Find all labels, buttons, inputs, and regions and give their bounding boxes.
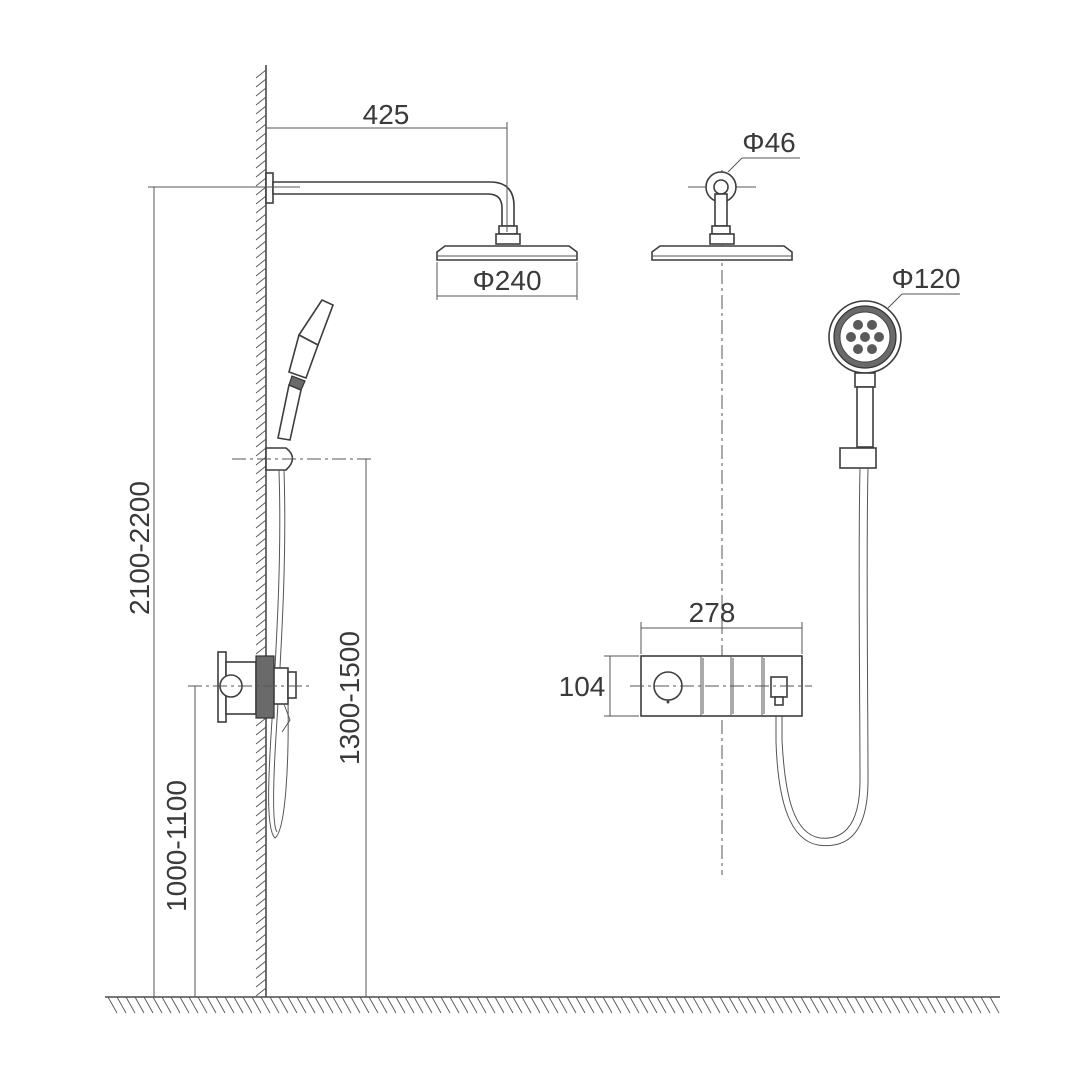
dim-panel-width: 278: [689, 597, 736, 628]
rain-head-side: [436, 245, 578, 261]
dim-holder-height: 1300-1500: [334, 631, 365, 765]
shower-arm: [272, 181, 515, 227]
control-panel-front: [630, 655, 812, 717]
wall-hatch: [255, 69, 267, 997]
dim-handshower-diameter: Φ120: [891, 263, 960, 294]
mixer-valve-side: [217, 651, 297, 733]
rain-head-front: [651, 245, 793, 261]
floor-hatch: [107, 996, 1000, 1014]
dim-panel-height: 104: [559, 671, 606, 702]
handshower-handle-side: [277, 383, 302, 441]
dim-valve-height: 1000-1100: [161, 780, 192, 912]
handshower-neck-side: [288, 333, 319, 380]
wall: [255, 65, 267, 997]
handshower-holder-side: [265, 447, 294, 471]
dim-flange-diameter: Φ46: [742, 127, 795, 158]
side-view: 425 Φ240 2100-2200 1300-1500 1000-1100: [124, 99, 578, 997]
dim-head-diameter: Φ240: [472, 265, 541, 296]
head-neck: [495, 233, 521, 245]
arm-front: [714, 193, 728, 227]
handshower-holder-front: [839, 447, 877, 469]
hose-outlet: [770, 676, 788, 698]
floor: [105, 996, 1000, 1014]
arm-connector: [498, 225, 518, 235]
arm-wall-flange: [265, 172, 274, 204]
front-view: Φ46 Φ120: [559, 127, 961, 875]
dim-head-height: 2100-2200: [124, 481, 155, 615]
handshower-front: [775, 300, 902, 847]
dim-arm-length: 425: [363, 99, 410, 130]
